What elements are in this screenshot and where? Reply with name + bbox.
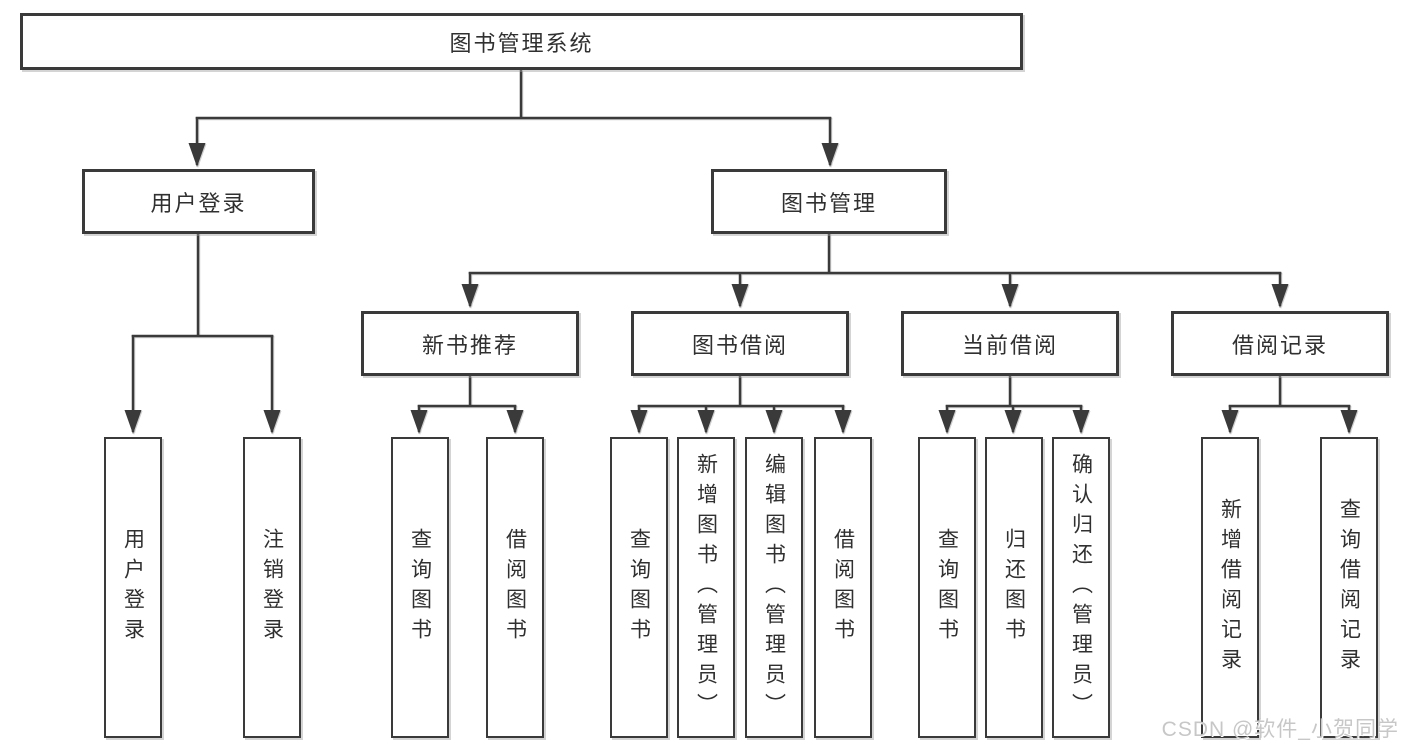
- leaf-query-books-borrow: 查询图书: [610, 437, 668, 738]
- node-label: 注销登录: [260, 527, 284, 648]
- node-label: 当前借阅: [961, 332, 1058, 358]
- connector-borrowing-records-to-leaves: [1221, 376, 1358, 434]
- csdn-watermark: CSDN @软件_小贺同学: [1161, 718, 1399, 741]
- connector-root-to-level2: [188, 70, 839, 167]
- leaf-edit-book-admin: 编辑图书（管理员）: [745, 437, 803, 738]
- node-library-management-system: 图书管理系统: [20, 13, 1023, 70]
- leaf-confirm-return-admin: 确认归还（管理员）: [1052, 437, 1110, 738]
- connector-new-book-recommendation-to-leaves: [410, 376, 524, 434]
- leaf-return-book: 归还图书: [985, 437, 1043, 738]
- node-label: 新书推荐: [421, 332, 518, 358]
- node-borrowing-records: 借阅记录: [1171, 311, 1389, 376]
- leaf-add-book-admin: 新增图书（管理员）: [677, 437, 735, 738]
- node-label: 编辑图书（管理员）: [762, 452, 786, 723]
- node-label: 查询借阅记录: [1337, 497, 1361, 678]
- node-label: 借阅图书: [831, 527, 855, 648]
- leaf-query-borrow-record: 查询借阅记录: [1320, 437, 1378, 738]
- node-label: 借阅图书: [503, 527, 527, 648]
- node-label: 借阅记录: [1231, 332, 1328, 358]
- leaf-logout: 注销登录: [243, 437, 301, 738]
- connector-book-borrowing-to-leaves: [630, 376, 852, 434]
- node-book-management: 图书管理: [711, 169, 947, 234]
- leaf-add-borrow-record: 新增借阅记录: [1201, 437, 1259, 738]
- connector-book-management-to-level3: [461, 233, 1289, 308]
- node-user-login: 用户登录: [82, 169, 315, 234]
- node-label: 归还图书: [1002, 527, 1026, 648]
- node-label: 查询图书: [935, 527, 959, 648]
- connector-current-borrowing-to-leaves: [938, 376, 1090, 434]
- node-label: 新增图书（管理员）: [694, 452, 718, 723]
- leaf-user-login: 用户登录: [104, 437, 162, 738]
- node-book-borrowing: 图书借阅: [631, 311, 849, 376]
- node-new-book-recommendation: 新书推荐: [361, 311, 579, 376]
- leaf-borrow-books: 借阅图书: [814, 437, 872, 738]
- node-label: 新增借阅记录: [1218, 497, 1242, 678]
- node-label: 确认归还（管理员）: [1069, 452, 1093, 723]
- node-label: 用户登录: [121, 527, 145, 648]
- node-label: 查询图书: [408, 527, 432, 648]
- leaf-borrow-books-recommend: 借阅图书: [486, 437, 544, 738]
- leaf-query-books-current: 查询图书: [918, 437, 976, 738]
- node-label: 用户登录: [150, 190, 247, 216]
- leaf-query-books-recommend: 查询图书: [391, 437, 449, 738]
- node-label: 图书管理系统: [449, 30, 594, 56]
- connector-user-login-to-leaves: [124, 233, 281, 434]
- node-current-borrowing: 当前借阅: [901, 311, 1119, 376]
- node-label: 查询图书: [627, 527, 651, 648]
- node-label: 图书借阅: [691, 332, 788, 358]
- node-label: 图书管理: [780, 190, 877, 216]
